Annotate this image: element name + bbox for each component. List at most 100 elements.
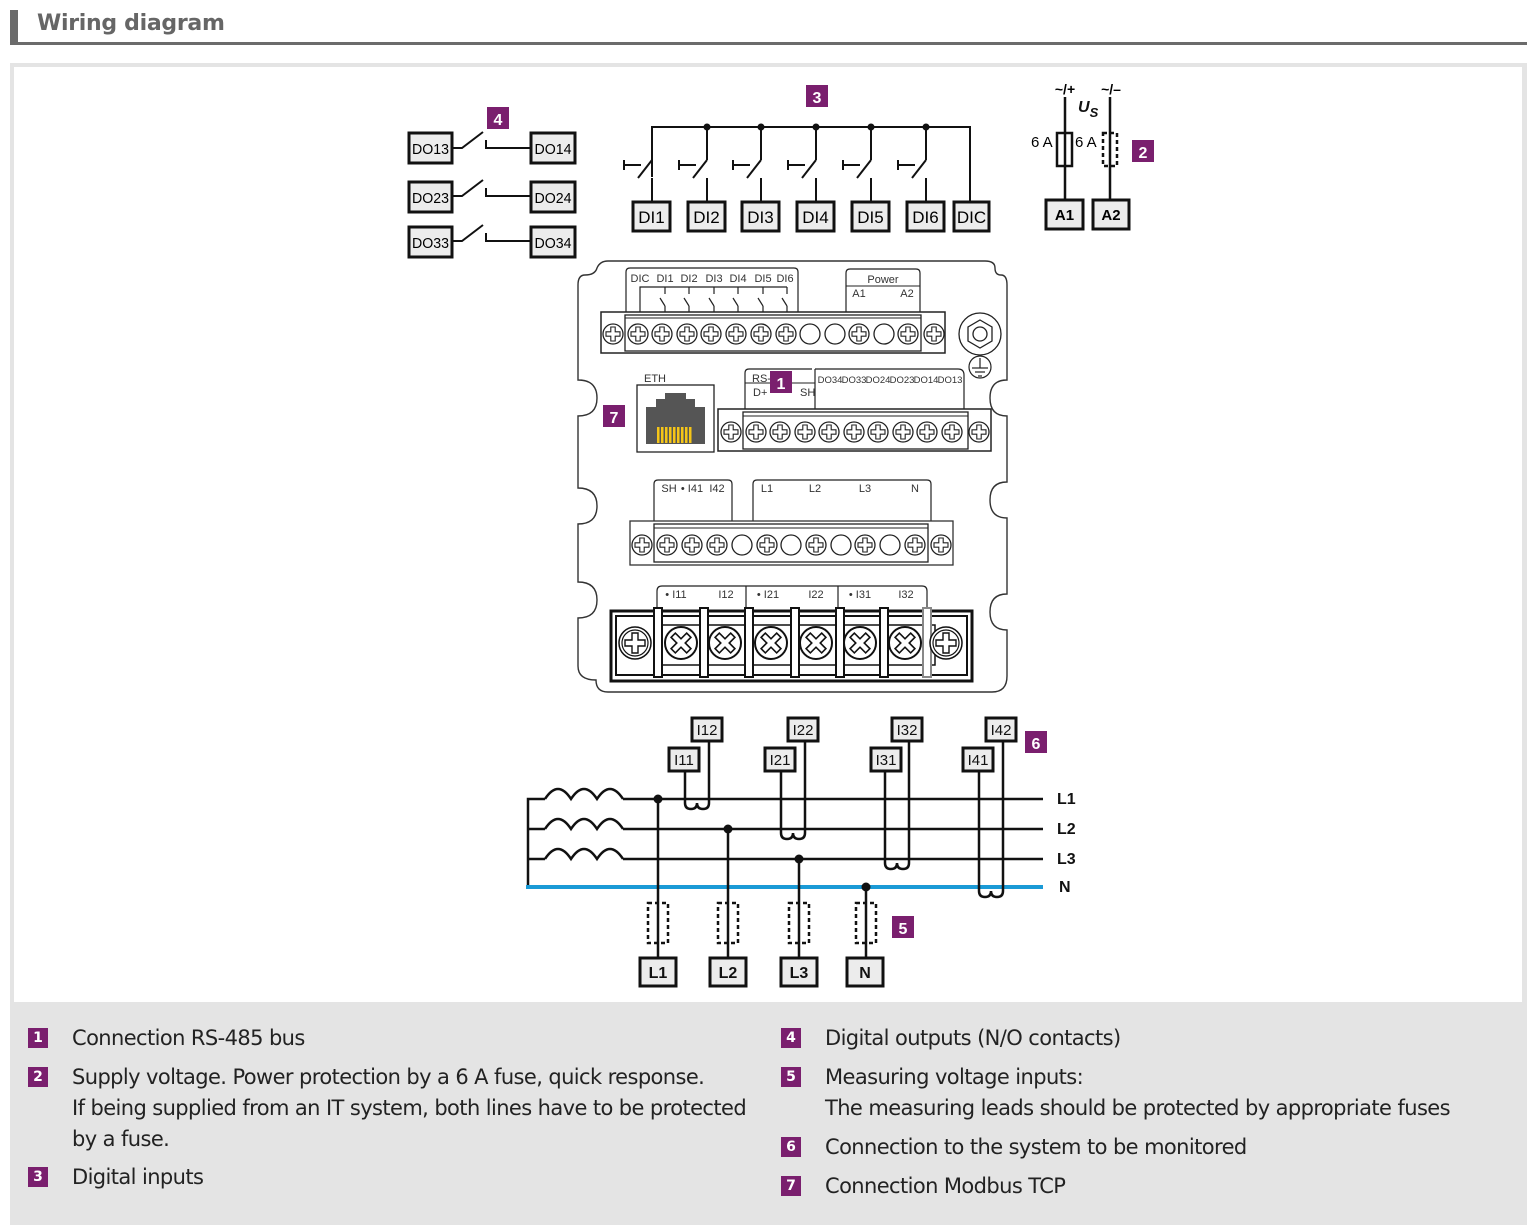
device-label-L1: L1 [761,483,773,495]
device-label-I11: • I11 [665,589,686,601]
device-label-I31: • I31 [849,589,871,601]
eth-label: ETH [644,373,666,385]
legend-text: Connection RS-485 bus [72,1026,305,1050]
device-label-DO33: DO33 [842,375,867,386]
ct-terminal-I21: I21 [770,752,791,769]
device-body: DIC DI1 DI2 DI3 DI4 DI5 DI6 Power A1 A2 [577,260,1008,693]
line-label-L2: L2 [1057,821,1076,838]
ct-terminal-I22: I22 [793,722,814,739]
device-power-A2: A2 [900,288,913,300]
line-label-N: N [1059,879,1071,896]
device-label-I42: I42 [709,483,724,495]
legend-badge: 2 [28,1067,48,1087]
rs485-do-terminal-block: RS- D+ SH DO34 DO33 DO24 DO23 DO14 DO13 … [717,368,992,452]
us-label: US [1078,99,1099,120]
device-label-I22: I22 [808,589,823,601]
line-label-L3: L3 [1057,851,1076,868]
measuring-fuses [646,901,878,945]
callout-4: 4 [487,107,509,129]
do-terminal-DO23: DO23 [412,190,449,207]
svg-text:4: 4 [494,112,503,129]
ct-terminal-I41: I41 [968,752,989,769]
do-terminal-DO24: DO24 [535,190,572,207]
ethernet-port: ETH [636,373,715,453]
di-terminal-DIC: DIC [957,208,986,227]
device-label-N: N [911,483,919,495]
ground-nut-icon [958,312,1002,356]
device-label-SH: SH [661,483,676,495]
supply-minus-label: ~/– [1101,81,1121,97]
voltage-terminal-N: N [859,965,871,982]
svg-text:6: 6 [1032,736,1041,753]
legend-badge: 7 [781,1176,801,1196]
voltage-terminal-block: SH • I41 I42 L1 L2 L3 N [629,479,954,566]
legend-badge: 3 [28,1167,48,1187]
current-transformers [683,741,1005,899]
system-connection: L1 L2 L3 N I12 I22 I32 I42 [526,716,1076,988]
page-title: Wiring diagram [37,11,225,36]
rs485-screws [720,421,990,443]
device-label-I32: I32 [898,589,913,601]
callout-7: 7 [603,405,625,427]
di-terminal-DI6: DI6 [912,208,938,227]
do-terminal-DO34: DO34 [535,235,572,252]
callout-6: 6 [1025,731,1047,753]
legend-badge: 4 [781,1028,801,1048]
di-terminal-DI5: DI5 [857,208,883,227]
callout-2: 2 [1132,140,1154,162]
di-terminals: DI1 DI2 DI3 DI4 DI5 DI6 DIC [631,200,991,233]
legend-text: Supply voltage. Power protection by a 6 … [72,1065,747,1151]
digital-inputs: DI1 DI2 DI3 DI4 DI5 DI6 DIC [623,123,991,233]
voltage-terminals: L1 L2 L3 N [638,956,885,988]
voltage-terminal-L1: L1 [649,965,668,982]
header-accent-bar [10,10,18,44]
device-label-DI2: DI2 [680,273,697,285]
device-label-DO13: DO13 [938,375,963,386]
top-terminal-block: DIC DI1 DI2 DI3 DI4 DI5 DI6 Power A1 A2 [600,267,1002,379]
device-label-DI3: DI3 [705,273,722,285]
do-terminal-DO14: DO14 [535,141,572,158]
callout-5: 5 [892,916,914,938]
rs-SH: SH [800,387,815,399]
di-junctions [703,123,930,131]
do-terminal-DO13: DO13 [412,141,449,158]
di-terminal-DI3: DI3 [747,208,773,227]
do-row-2: DO23 DO24 [407,179,577,214]
callout-3: 3 [806,85,828,107]
rs-label: RS- [752,373,771,385]
ground-symbol-icon [968,355,992,379]
device-power-A1: A1 [852,288,865,300]
supply-plus-label: ~/+ [1055,81,1075,97]
ct-terminals: I12 I22 I32 I42 I11 I21 I31 I41 [667,716,1018,773]
ct-terminal-I42: I42 [991,722,1012,739]
svg-text:3: 3 [813,90,822,107]
legend-badge: 6 [781,1137,801,1157]
legend-badge: 1 [28,1028,48,1048]
wiring-diagram: 4 3 2 DO13 DO14 DO23 DO24 DO33 [407,81,1154,988]
voltage-terminal-L2: L2 [719,965,738,982]
ct-terminal-I31: I31 [876,752,897,769]
legend-badge: 5 [781,1067,801,1087]
svg-text:2: 2 [1139,145,1148,162]
legend-text: Connection to the system to be monitored [825,1135,1247,1159]
device-label-I21: • I21 [757,589,779,601]
di-terminal-DI4: DI4 [802,208,828,227]
ct-terminal-I12: I12 [697,722,718,739]
device-label-I41: • I41 [681,483,703,495]
device-label-DIC: DIC [631,273,650,285]
device-label-DO23: DO23 [890,375,915,386]
fuse1-rating: 6 A [1031,134,1053,151]
svg-text:7: 7 [610,410,619,427]
device-power-label: Power [867,274,899,286]
fuse2-rating: 6 A [1075,134,1097,151]
legend-text: Measuring voltage inputs: The measuring … [825,1065,1451,1120]
di-terminal-DI2: DI2 [693,208,719,227]
legend-text: Digital inputs [72,1165,204,1189]
device-label-DO34: DO34 [818,375,843,386]
device-label-DI1: DI1 [656,273,673,285]
device-label-DI4: DI4 [729,273,746,285]
section-header: Wiring diagram [10,8,1527,45]
digital-outputs: DO13 DO14 DO23 DO24 DO33 DO34 [407,131,577,259]
supply-terminal-A1: A1 [1055,207,1074,224]
legend-text: Digital outputs (N/O contacts) [825,1026,1121,1050]
